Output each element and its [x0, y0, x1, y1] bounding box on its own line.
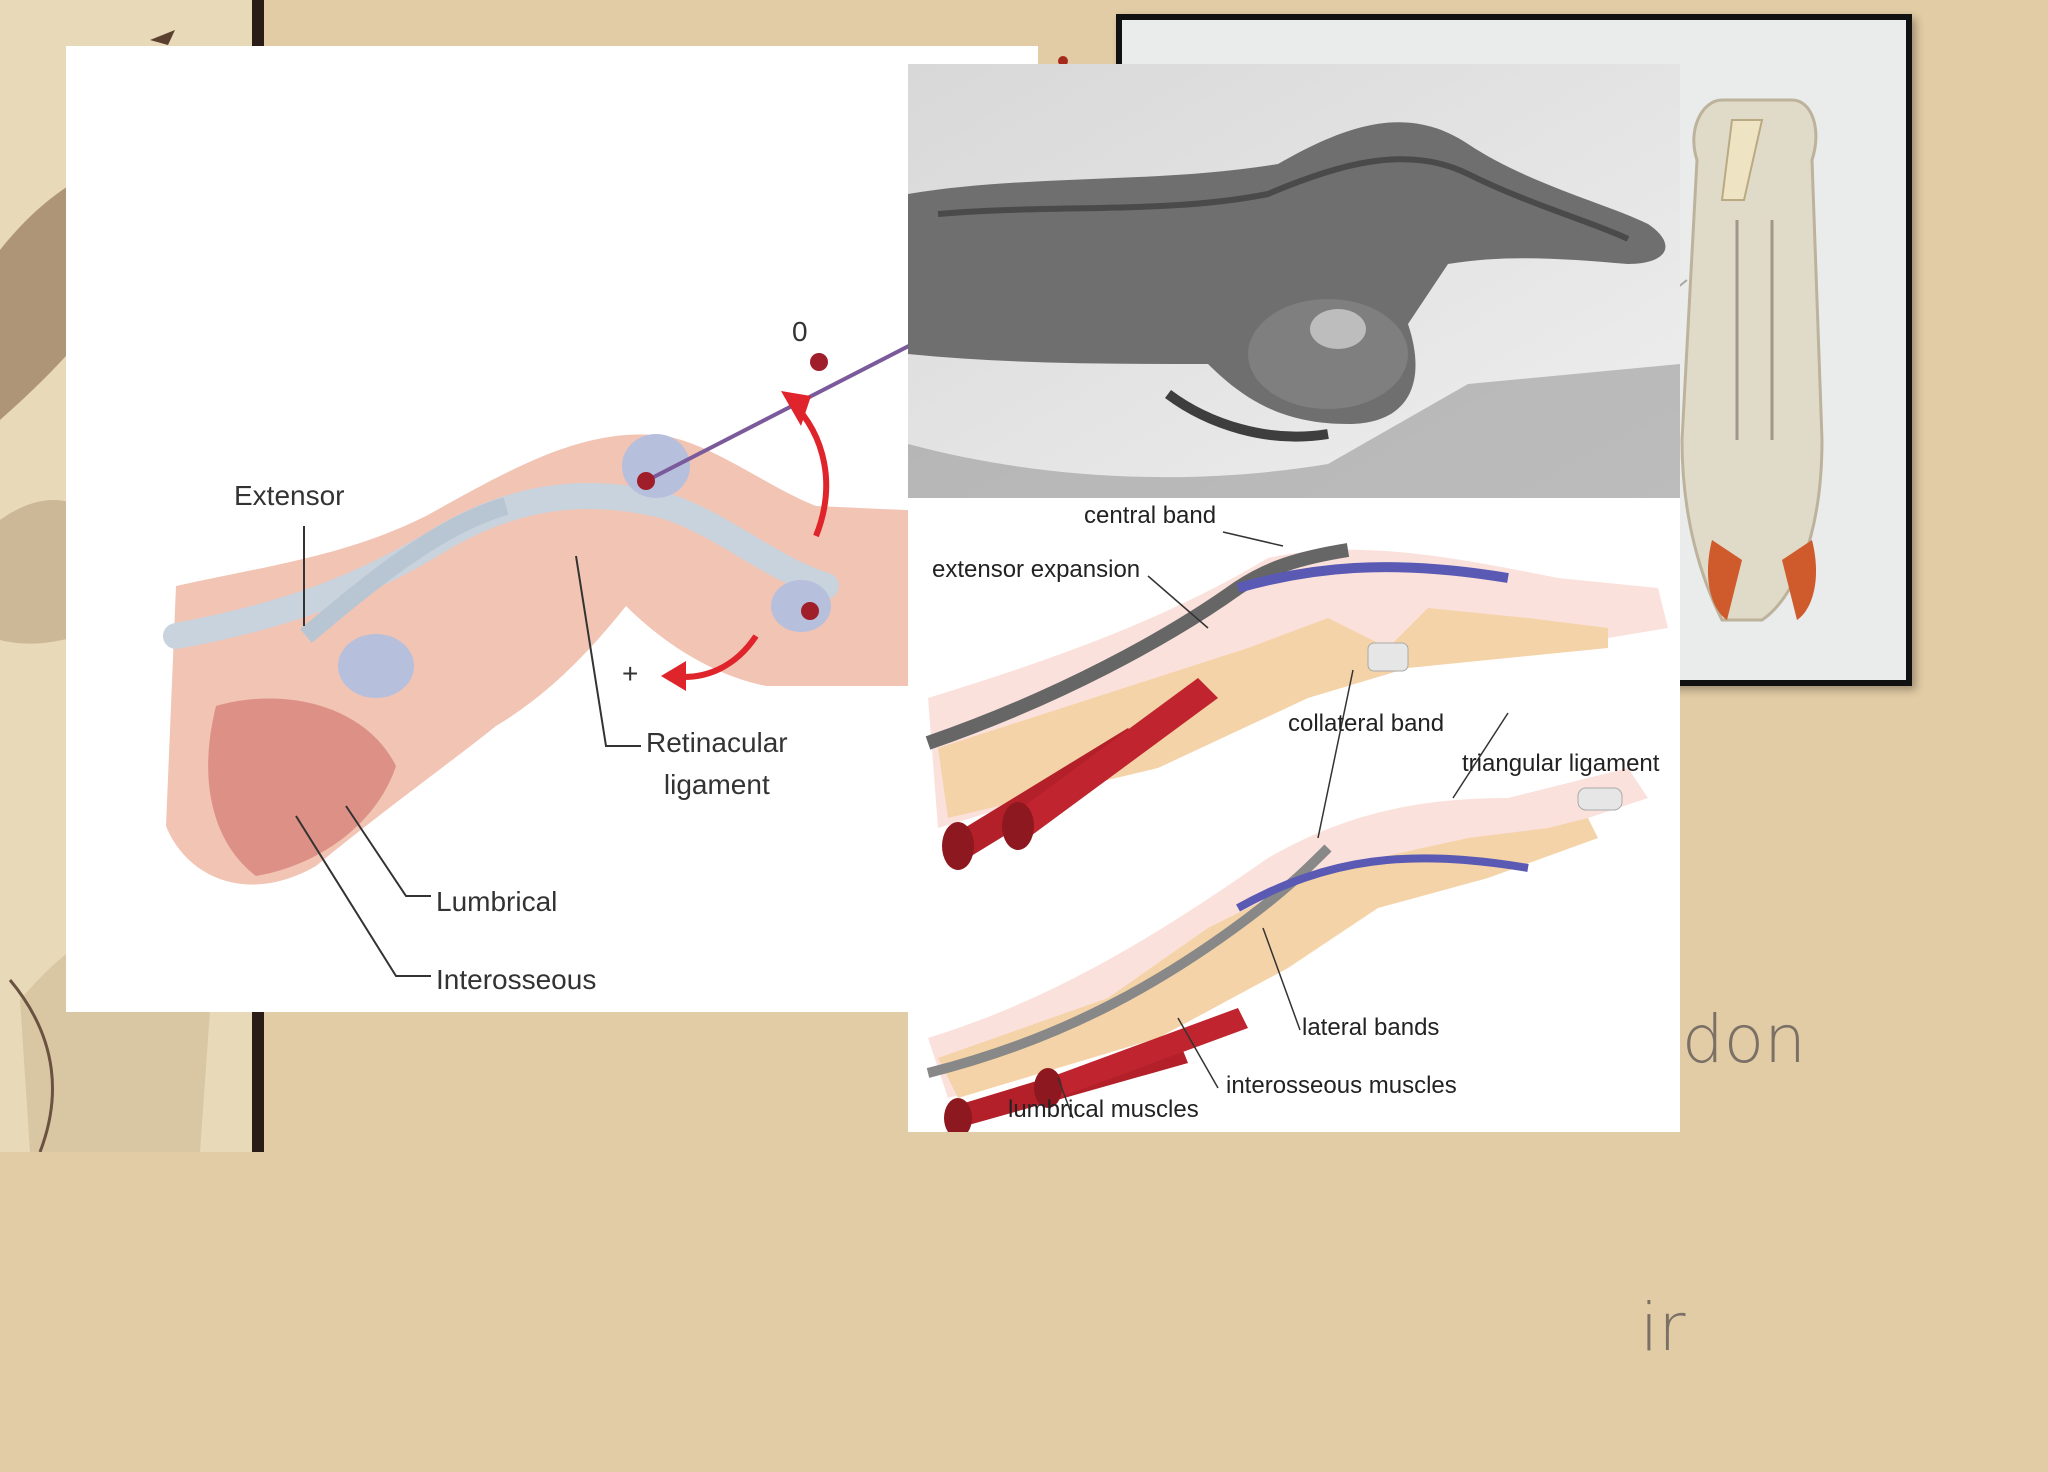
finger-drawing — [163, 294, 1038, 977]
title-accent-mark — [1058, 56, 1068, 66]
label-lumbrical: Lumbrical — [436, 886, 558, 917]
extensor-diagram — [908, 498, 1680, 1132]
label-triangular-ligament: triangular ligament — [1462, 750, 1660, 777]
label-extensor-expansion: extensor expansion — [932, 556, 1141, 583]
label-retinacular-ligament: Retinacular ligament — [646, 727, 788, 800]
label-lateral-bands: lateral bands — [1302, 1014, 1440, 1041]
slide-text-line-2: ir — [1640, 1289, 1686, 1366]
label-central-band: central band — [1084, 502, 1217, 529]
label-collateral-band: collateral band — [1288, 710, 1445, 737]
extensor-mechanism-panel: central band extensor expansion collater… — [908, 64, 1680, 1132]
label-extensor: Extensor — [234, 480, 345, 511]
label-interosseous-muscles: interosseous muscles — [1226, 1072, 1457, 1099]
finger-anatomy-illustration: Extensor Retinacular ligament Lumbrical … — [66, 46, 1038, 1012]
label-lumbrical-muscles: lumbrical muscles — [1008, 1096, 1199, 1123]
label-zero: 0 — [792, 316, 808, 347]
label-plus: + — [622, 658, 639, 689]
hand-photo — [908, 64, 1680, 498]
label-interosseous: Interosseous — [436, 964, 597, 995]
